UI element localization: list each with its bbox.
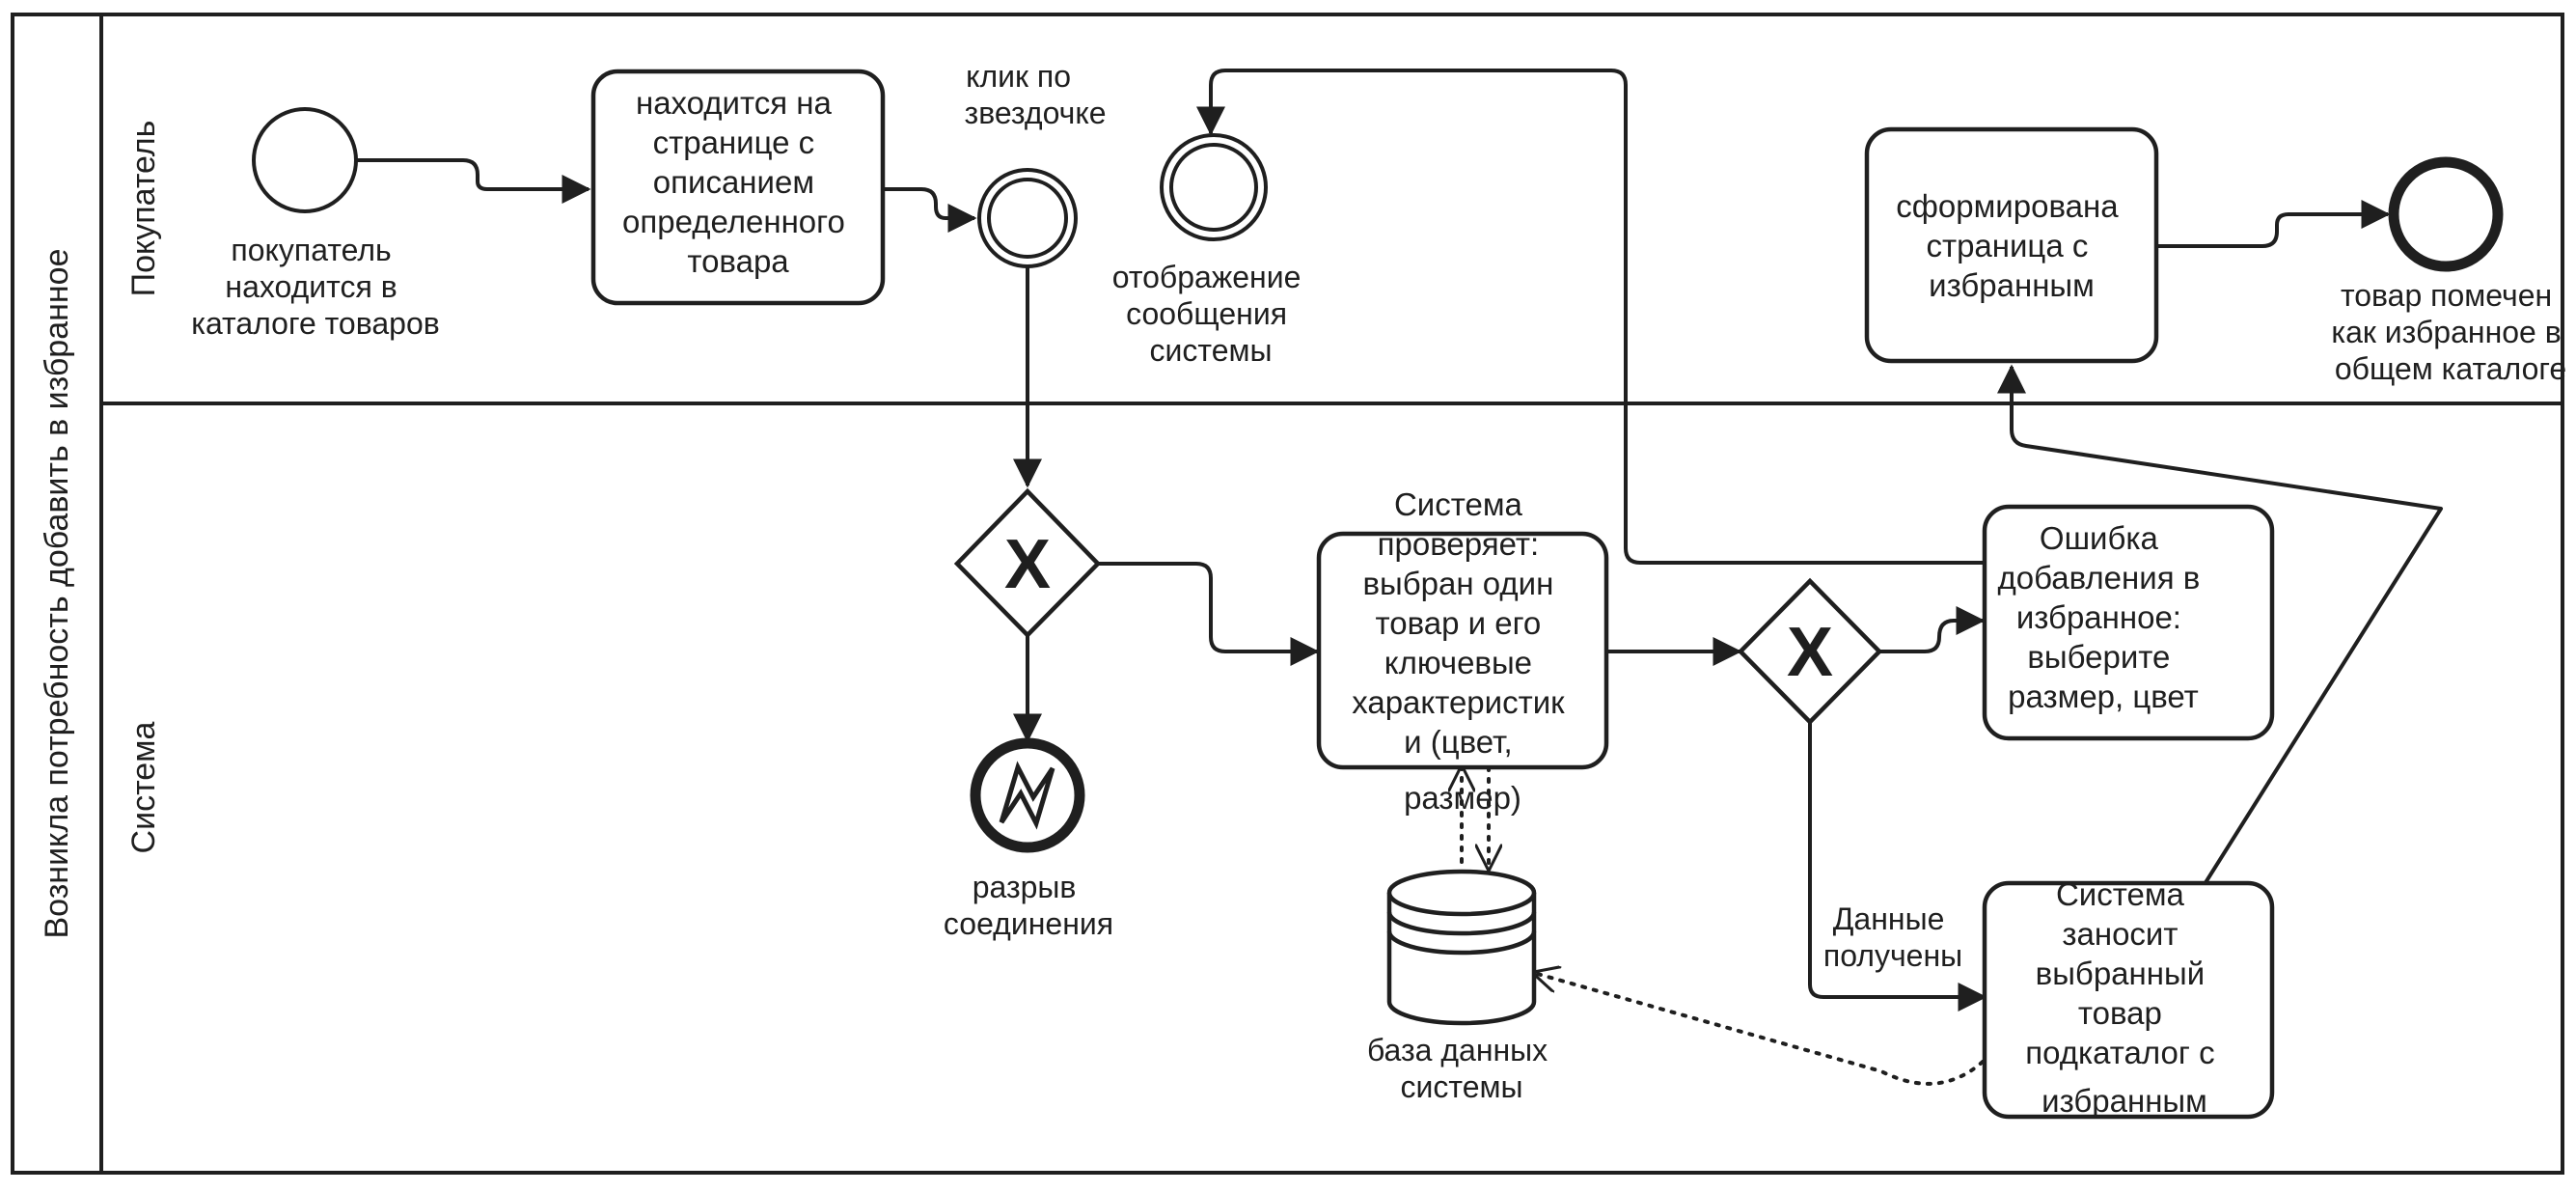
task-add-error-label: Ошибка добавления в избранное: выберите … [1998, 520, 2209, 714]
task-save-favorite-label: Система заносит выбранный товар подкатал… [2025, 876, 2224, 1119]
click-star-event[interactable] [977, 168, 1078, 268]
task-add-error[interactable] [1982, 504, 2275, 741]
task-system-check[interactable] [1316, 531, 1609, 770]
connection-error-event[interactable] [970, 737, 1085, 853]
task-system-check-label: Система проверяет: выбран один товар и е… [1352, 486, 1574, 816]
pool-title: Возникла потребность добавить в избранно… [39, 249, 75, 939]
flow-adderror-to-message [1196, 69, 1983, 565]
task-favorites-page[interactable] [1864, 126, 2159, 364]
end-event[interactable] [2388, 156, 2504, 272]
connection-error-label: разрыв соединения [944, 870, 1113, 941]
lane-buyer-label: Покупатель [125, 121, 162, 297]
gateway-2-marker: X [1787, 614, 1833, 691]
flow-gateway2-to-adderror [1879, 606, 1986, 653]
flow-gateway2-to-save [1808, 722, 1987, 1012]
lane-system-label: Система [125, 721, 162, 853]
click-star-event-label: клик по звездочке [965, 59, 1107, 130]
start-event[interactable] [252, 107, 358, 213]
gateway-1-marker: X [1004, 526, 1051, 603]
lightning-icon [999, 761, 1055, 830]
task-on-product-page[interactable] [590, 69, 886, 306]
exclusive-gateway-1[interactable]: X [953, 487, 1102, 639]
database-label: база данных системы [1367, 1033, 1556, 1104]
flow-label-data-received: Данные получены [1823, 901, 1962, 973]
task-favorites-page-label: сформирована страница с избранным [1896, 188, 2126, 303]
system-message-event[interactable] [1160, 133, 1268, 241]
exclusive-gateway-2[interactable]: X [1737, 577, 1883, 726]
system-message-event-label: отображение сообщения системы [1112, 260, 1310, 368]
flow-favorites-to-end [2156, 200, 2391, 248]
database-store[interactable] [1386, 869, 1537, 1026]
start-event-label: покупатель находится в каталоге товаров [191, 233, 440, 341]
flow-start-to-page [357, 158, 591, 204]
pool: Возникла потребность добавить в избранно… [11, 13, 2564, 1175]
flow-page-to-click [883, 187, 977, 233]
task-on-product-page-label: находится на странице с описанием опреде… [622, 85, 854, 279]
flow-save-to-favorites [1997, 364, 2443, 886]
flow-gateway-to-check [1098, 562, 1320, 666]
assoc-save-to-db [1534, 973, 1985, 1086]
end-event-label: товар помечен как избранное в общем ката… [2331, 278, 2569, 386]
task-save-favorite[interactable] [1982, 880, 2275, 1120]
